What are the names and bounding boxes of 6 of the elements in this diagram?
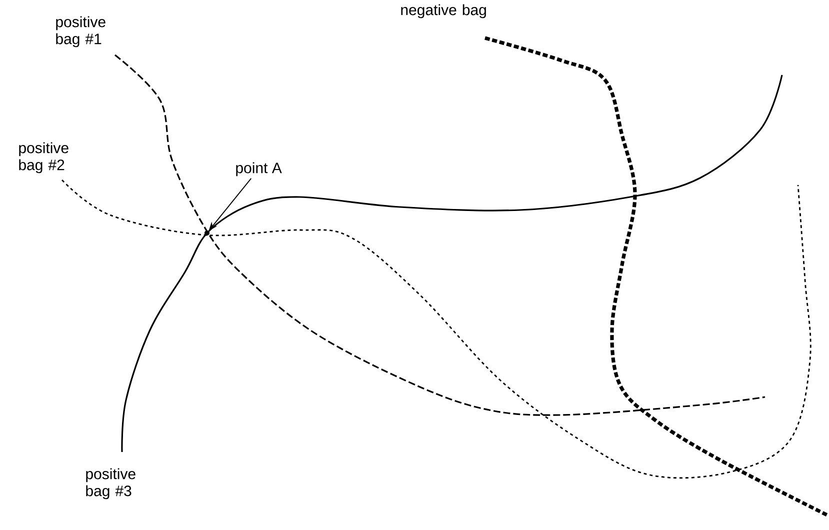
curve-label: positive bag #1 [56, 16, 106, 48]
curve-label: positive bag #2 [19, 142, 68, 174]
curve-label: positive bag #3 [86, 468, 136, 500]
point-label: point A [236, 162, 282, 176]
curve-label: negative bag [401, 4, 486, 18]
intersection-point [204, 230, 210, 236]
